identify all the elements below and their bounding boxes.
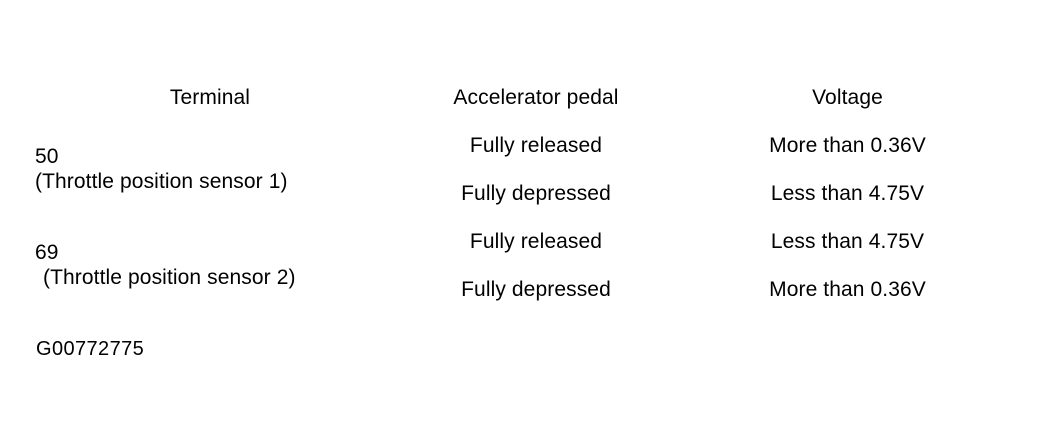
terminal-number: 50 [35, 145, 59, 169]
pedal-state-cell: Fully released [385, 218, 687, 266]
terminal-description: (Throttle position sensor 2) [43, 266, 296, 289]
column-header-voltage: Voltage [687, 74, 1008, 122]
column-header-accelerator-pedal: Accelerator pedal [385, 74, 687, 122]
throttle-position-sensor-table: Terminal Accelerator pedal Voltage 50 (T… [35, 74, 1008, 314]
voltage-value-cell: More than 0.36V [687, 266, 1008, 314]
pedal-state-cell: Fully depressed [385, 266, 687, 314]
table-row: Fully depressed More than 0.36V [35, 266, 1008, 314]
figure-id-caption: G00772775 [36, 338, 145, 360]
table-row: 50 (Throttle position sensor 1) Fully re… [35, 122, 1008, 218]
pedal-state-cell: Fully released [385, 122, 687, 170]
header-row: Terminal Accelerator pedal Voltage [35, 74, 1008, 122]
terminal-description: (Throttle position sensor 1) [35, 170, 288, 193]
table-row: 69 (Throttle position sensor 2) Fully re… [35, 218, 1008, 314]
table-body: 50 (Throttle position sensor 1) Fully re… [35, 122, 1008, 314]
table-row: Fully depressed Less than 4.75V [35, 170, 1008, 218]
terminal-cell-50: 50 (Throttle position sensor 1) [35, 122, 385, 218]
voltage-value-cell: Less than 4.75V [687, 218, 1008, 266]
terminal-cell-69: 69 (Throttle position sensor 2) [35, 218, 385, 314]
table-header: Terminal Accelerator pedal Voltage [35, 74, 1008, 122]
voltage-value-cell: Less than 4.75V [687, 170, 1008, 218]
column-header-terminal: Terminal [35, 74, 385, 122]
voltage-value-cell: More than 0.36V [687, 122, 1008, 170]
pedal-state-cell: Fully depressed [385, 170, 687, 218]
terminal-number: 69 [35, 241, 59, 265]
